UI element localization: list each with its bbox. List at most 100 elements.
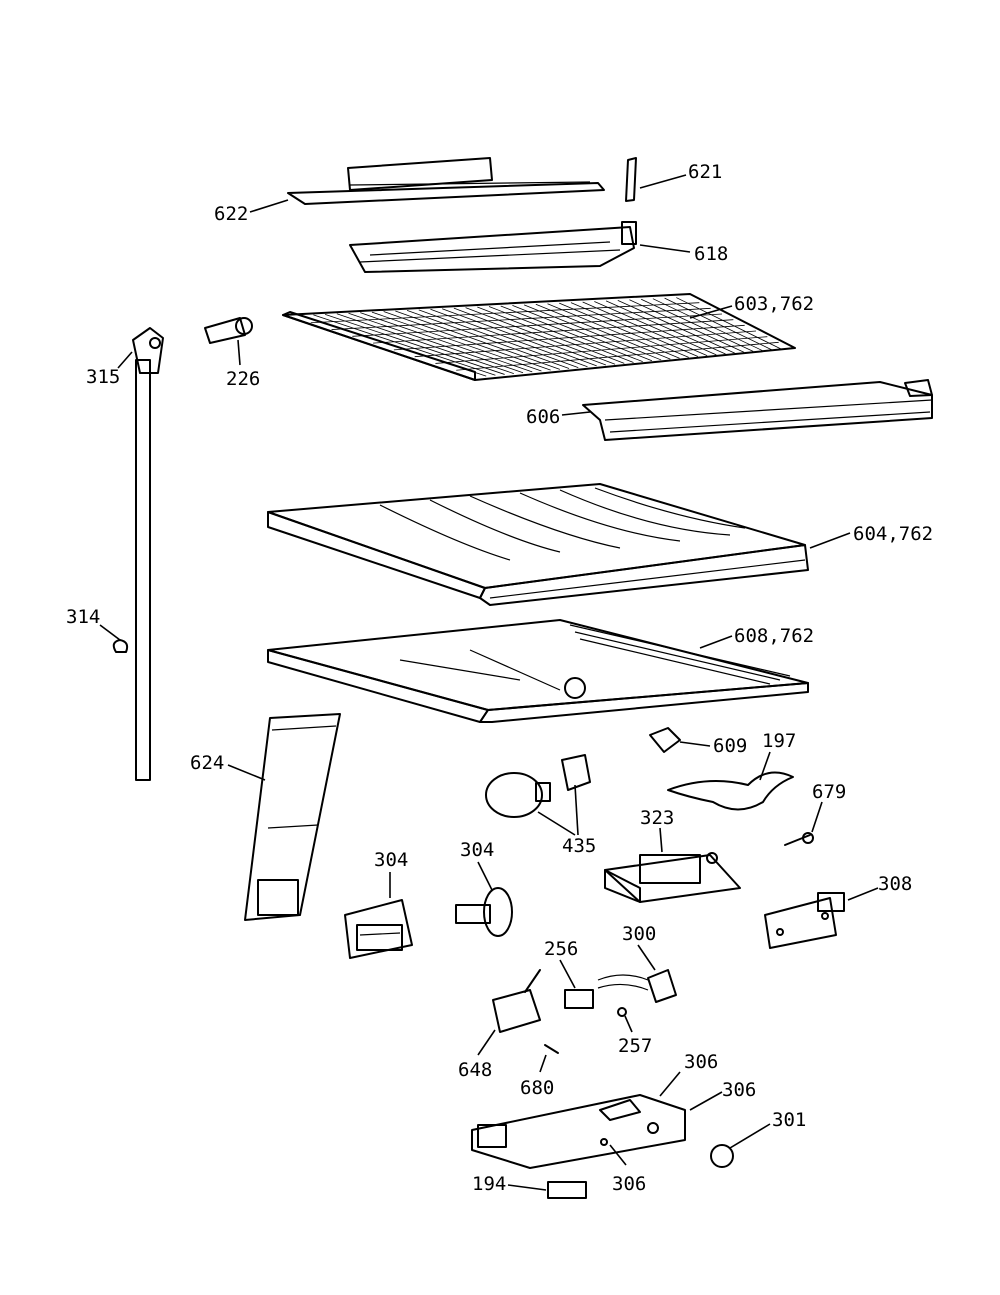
shelf-wire [547,303,680,359]
leader-306a [659,1071,681,1097]
shelf-wire [465,307,616,365]
leader-608 [699,635,733,649]
leader-624 [227,764,266,781]
shelf-wire [594,301,717,356]
shelf-wire [641,298,754,352]
leader-197 [759,751,771,781]
callout-314: 314 [66,606,100,628]
callout-306-c: 306 [612,1173,646,1195]
part-604-cover [267,483,809,606]
part-609-knob [649,727,681,753]
callout-308: 308 [878,873,912,895]
shelf-wire [331,307,711,330]
part-618-bracket [349,221,637,273]
part-603-wire-shelf [282,293,796,381]
shelf-wire [617,299,735,354]
part-304-control [344,899,413,959]
shelf-wire [559,302,689,358]
shelf-wire [512,305,653,362]
leader-606 [561,411,591,416]
shelf-wire [310,302,700,324]
part-257-screw [617,1007,627,1017]
leader-648 [477,1029,496,1056]
callout-301: 301 [772,1109,806,1131]
shelf-wire [442,308,597,367]
part-314-rod [112,327,164,781]
shelf-wire [430,308,588,368]
part-606-trim [582,379,933,441]
leader-315 [117,351,133,369]
shelf-wire [348,312,524,374]
callout-622: 622 [214,203,248,225]
callout-621: 621 [688,161,722,183]
leader-300 [637,944,656,971]
callout-618: 618 [694,243,728,265]
shelf-wire [371,311,542,372]
leader-306c [609,1144,627,1166]
leader-257 [624,1015,633,1033]
leader-603 [689,305,733,319]
callout-194: 194 [472,1173,506,1195]
leader-323 [659,827,663,853]
leader-435a [537,811,576,836]
callout-304-b: 304 [460,839,494,861]
leader-314 [99,624,121,641]
shelf-wire [313,314,496,376]
leader-226 [237,339,241,366]
shelf-wire [373,319,734,344]
callout-679: 679 [812,781,846,803]
callout-680: 680 [520,1077,554,1099]
shelf-wire [523,304,662,361]
shelf-wire [406,310,570,369]
callout-256: 256 [544,938,578,960]
part-300-sensor [597,969,677,1003]
callout-323: 323 [640,807,674,829]
leader-306b [689,1091,723,1111]
leader-679 [811,801,823,833]
shelf-wire [352,313,723,337]
shelf-wire [488,306,634,363]
shelf-wire [414,330,757,358]
shelf-wire [453,307,607,366]
callout-603: 603,762 [734,293,814,315]
callout-608: 608,762 [734,625,814,647]
shelf-wire [456,341,779,371]
part-308-plate [764,892,845,949]
leader-435b [574,784,579,836]
part-323-bracket [604,852,741,903]
leader-194 [507,1184,547,1191]
callout-648: 648 [458,1059,492,1081]
shelf-wire [435,336,768,364]
leader-308 [847,887,879,901]
shelf-wire [570,302,699,357]
shelf-wire [360,312,533,373]
shelf-wire [418,309,579,368]
callout-226: 226 [226,368,260,390]
shelf-wire [629,299,745,353]
shelf-wire [500,305,643,363]
shelf-wire [395,310,560,370]
leader-304b [477,861,493,891]
part-621-clip [625,157,637,202]
part-624-shield [244,713,341,921]
shelf-wire [324,313,505,375]
part-194-clip [547,1181,587,1199]
shelf-wire [301,315,487,377]
shelf-wire [676,297,781,350]
part-648-switch [492,969,541,1033]
callout-306-a: 306 [684,1051,718,1073]
part-304-knob [455,887,513,937]
part-435-bulb [485,754,591,818]
callout-606: 606 [526,406,560,428]
leader-609 [679,741,711,747]
callout-197: 197 [762,730,796,752]
leader-604 [809,532,851,549]
part-680-screw [544,1044,559,1054]
shelf-wire [664,297,772,351]
callout-304-a: 304 [374,849,408,871]
leader-621 [639,174,687,189]
callout-624: 624 [190,752,224,774]
part-226-pin [204,317,253,344]
